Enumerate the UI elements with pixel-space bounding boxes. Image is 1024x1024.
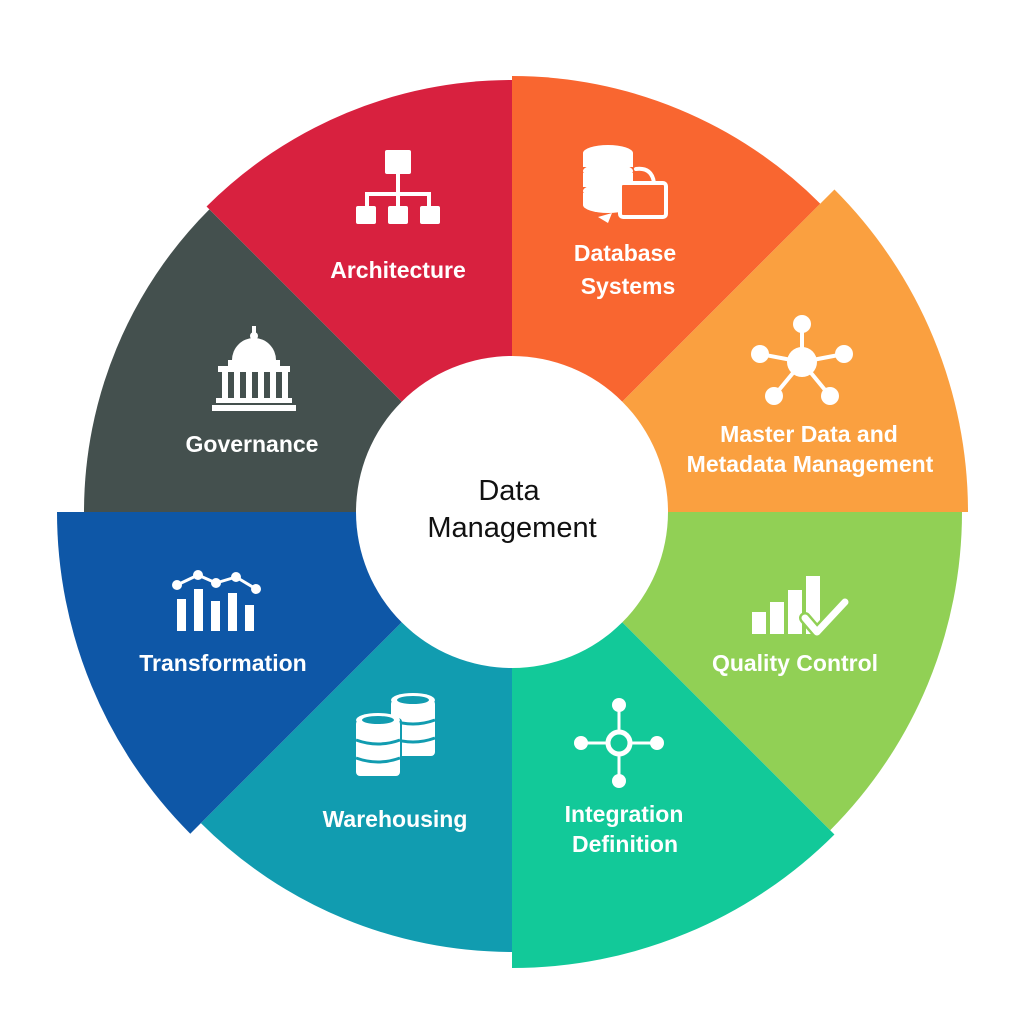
segment-label-integration-line1: Integration xyxy=(565,801,684,827)
center-inner-disc xyxy=(391,391,633,633)
segment-label-governance: Governance xyxy=(186,431,319,457)
segment-label-architecture: Architecture xyxy=(330,257,465,283)
segment-label-master-data-line2: Metadata Management xyxy=(687,451,934,477)
segment-label-quality-control: Quality Control xyxy=(712,650,878,676)
hierarchy-icon xyxy=(356,150,440,224)
database-monitor-icon xyxy=(583,145,668,223)
database-stack-icon xyxy=(354,693,436,778)
bar-chart-check-icon xyxy=(752,576,851,638)
segment-label-integration-line2: Definition xyxy=(572,831,678,857)
segment-label-database-systems-line2: Systems xyxy=(581,273,676,299)
center-title-line2: Management xyxy=(427,512,596,544)
integration-hub-icon xyxy=(574,698,664,788)
segment-label-master-data-line1: Master Data and xyxy=(720,421,898,447)
center-title-line1: Data xyxy=(478,475,540,507)
center-hub: Data Management xyxy=(356,356,668,668)
segment-label-warehousing: Warehousing xyxy=(323,806,468,832)
icons-layer xyxy=(172,145,853,788)
segment-label-database-systems-line1: Database xyxy=(574,240,676,266)
capitol-building-icon xyxy=(212,326,296,411)
line-bar-chart-icon xyxy=(172,570,261,631)
network-nodes-icon xyxy=(751,315,853,405)
labels-layer: Architecture Database Systems Master Dat… xyxy=(139,240,933,857)
segment-label-transformation: Transformation xyxy=(139,650,306,676)
